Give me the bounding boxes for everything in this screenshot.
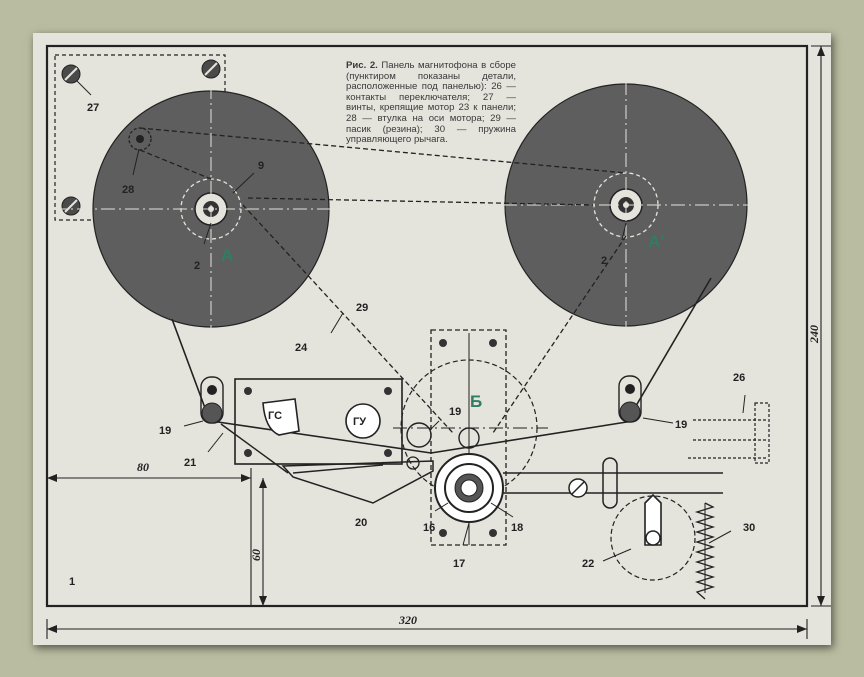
caption-text: Панель магнитофона в сборе (пунктиром по… [346,60,516,146]
label-1: 1 [69,576,75,588]
dim-width: 320 [398,613,417,627]
label-19-left: 19 [159,425,171,437]
control-knob-22 [610,495,696,581]
label-2-left: 2 [194,260,200,272]
label-21: 21 [184,457,196,469]
label-27: 27 [87,102,99,114]
label-9: 9 [258,160,264,172]
label-19-right: 19 [675,419,687,431]
switch-contacts-26 [688,402,770,464]
dim-left-offset: 80 [137,460,149,474]
label-26: 26 [733,372,745,384]
belt-29 [139,127,627,434]
label-18: 18 [511,522,523,534]
label-30: 30 [743,522,755,534]
label-29: 29 [356,302,368,314]
head-block-24 [234,378,403,465]
pinch-roller-19 [406,422,432,448]
control-lever [503,457,723,509]
label-20: 20 [355,517,367,529]
label-gu: ГУ [353,416,366,428]
label-22: 22 [582,558,594,570]
drawing-sheet: 27 28 9 2 2 29 24 19 21 19 19 20 16 18 1… [33,33,831,645]
label-reel-a-prime: А' [648,232,664,251]
label-2-right: 2 [601,255,607,267]
tape-recorder-panel-diagram: 27 28 9 2 2 29 24 19 21 19 19 20 16 18 1… [45,44,831,639]
label-capstan-b: Б [470,392,482,411]
guide-roller-19-right [618,375,642,423]
label-19-center: 19 [449,406,461,418]
label-24: 24 [295,342,308,354]
pressure-lever-20 [281,460,434,504]
dim-height: 240 [807,325,821,344]
label-16: 16 [423,522,435,534]
panel-outline [45,44,809,608]
label-reel-a: А [221,246,233,265]
dim-bottom-offset: 60 [249,549,263,561]
record-head-gu [345,403,381,439]
guide-roller-19-left [200,376,224,424]
label-17: 17 [453,558,465,570]
erase-head-gs [262,398,300,436]
label-gs: ГС [268,410,282,422]
label-28: 28 [122,184,134,196]
caption-lead: Рис. 2. [346,60,378,71]
figure-caption: Рис. 2. Панель магнитофона в сборе (пунк… [346,60,516,146]
